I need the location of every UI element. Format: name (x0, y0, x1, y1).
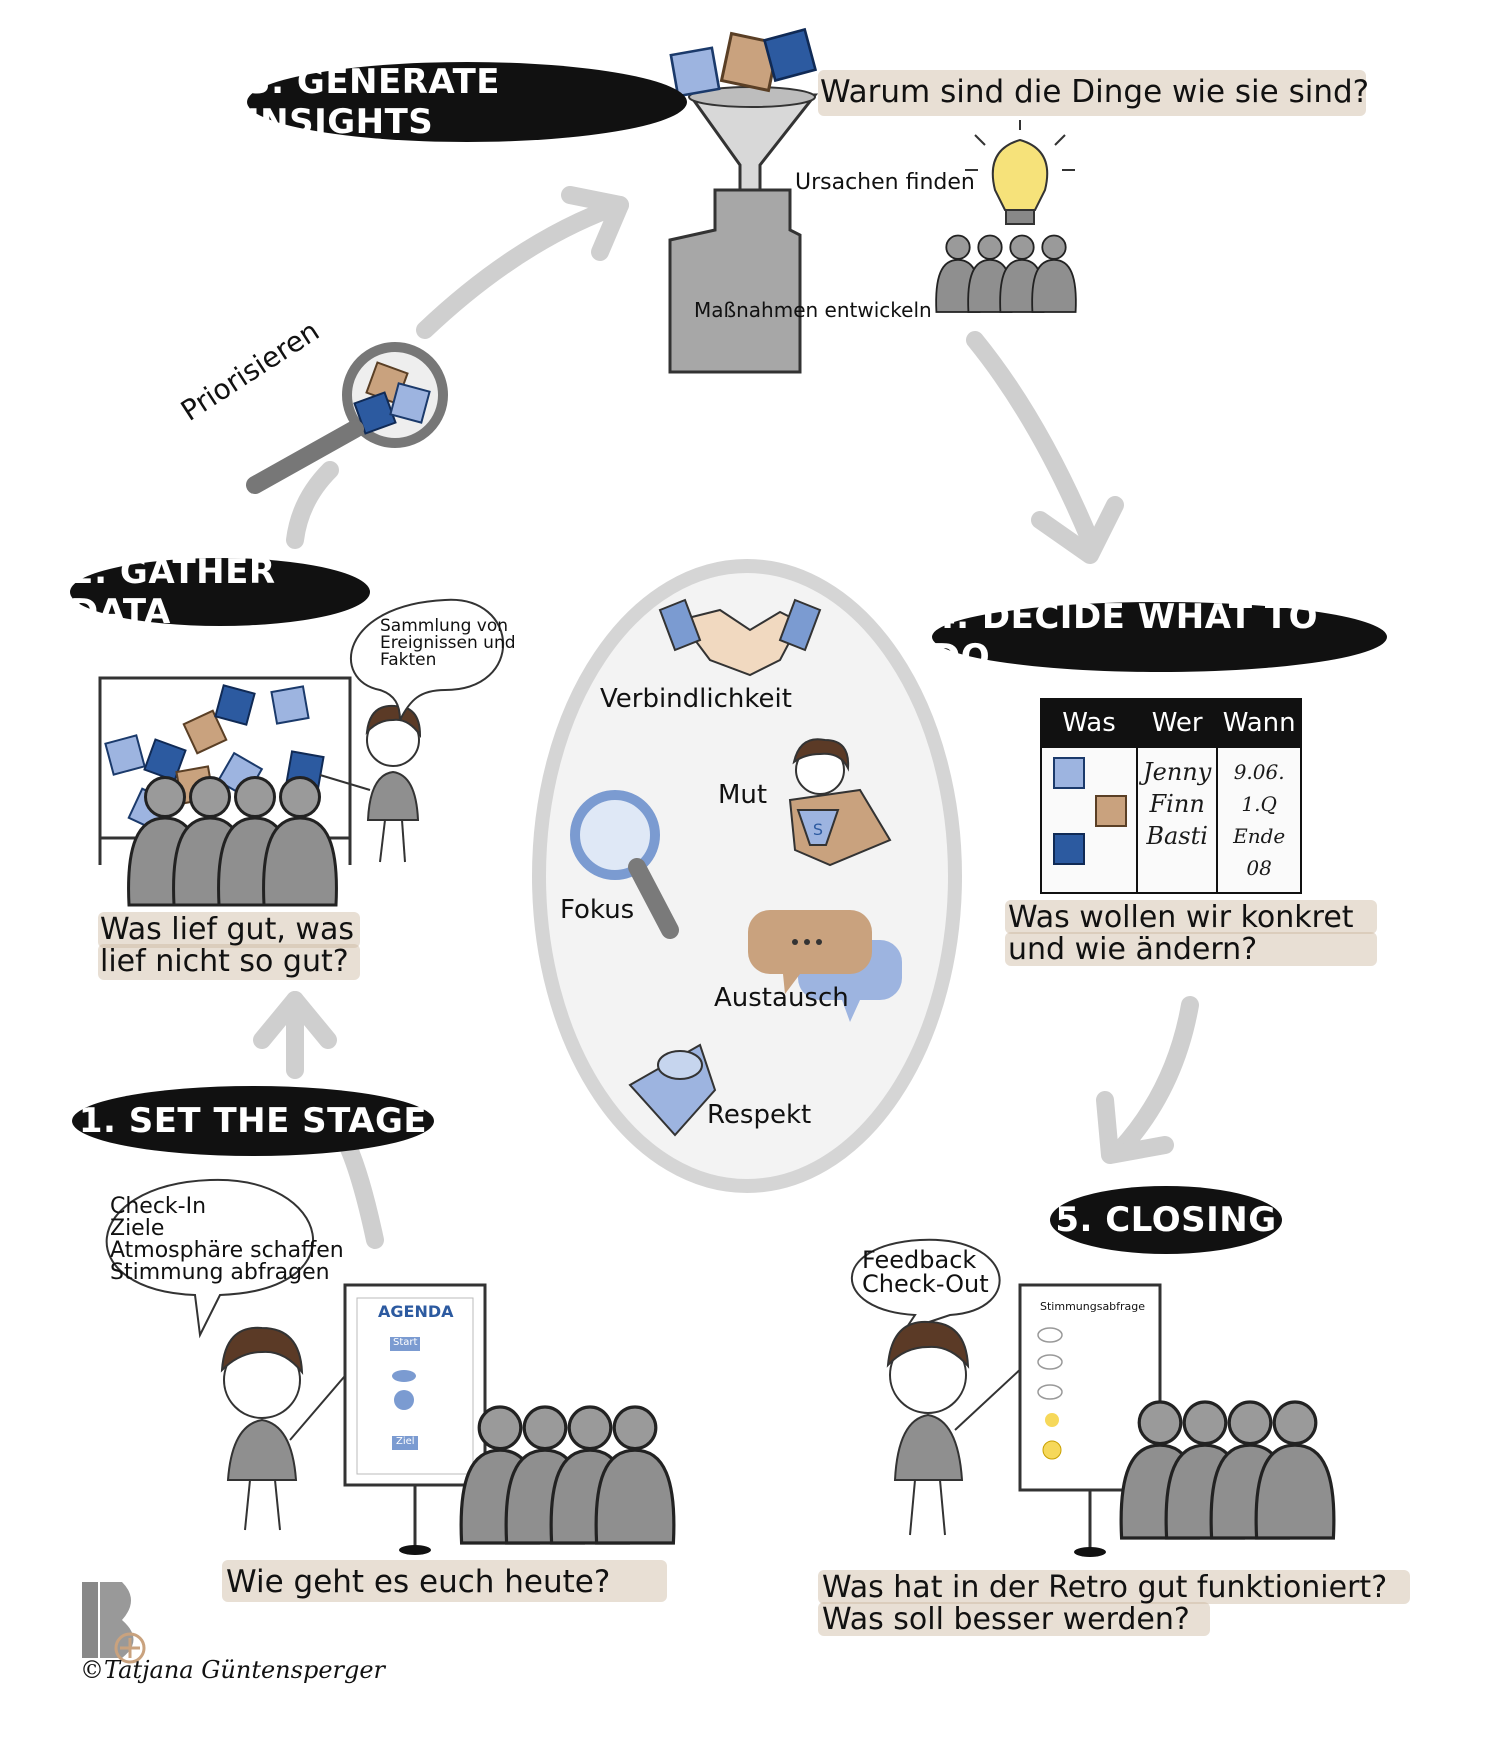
handshake-icon (658, 598, 822, 677)
step1-highlight (222, 1560, 667, 1602)
arrow-to-closing-head (1096, 1091, 1174, 1164)
table-header-wann: Wann (1216, 698, 1302, 748)
table-cell-wer: Jenny Finn Basti (1135, 746, 1219, 894)
value-fokus: Fokus (560, 895, 635, 925)
step2-question-line2: lief nicht so gut? (100, 944, 349, 979)
step4-question-line1: Was wollen wir konkret (1008, 900, 1354, 935)
arrow-stage-tail (336, 1131, 384, 1249)
table-header-wer: Wer (1135, 698, 1219, 748)
bubble-line: Ziele (110, 1216, 165, 1241)
sticky-notes-top (669, 28, 817, 98)
step2-title: 2. GATHER DATA (70, 552, 370, 632)
mood-board (1018, 1283, 1162, 1557)
priorisieren-magnifier-icon (246, 342, 448, 494)
agenda-title: AGENDA (378, 1302, 454, 1321)
value-austausch: Austausch (714, 983, 849, 1013)
step2-highlight-2 (98, 944, 360, 980)
values-ellipse (532, 559, 962, 1193)
bubble-line: Check-Out (862, 1270, 989, 1298)
speech-bubble-stage (105, 1178, 315, 1339)
step1-bubble-text: Check-In Ziele Atmosphäre schaffen Stimm… (110, 1196, 344, 1284)
step4-highlight-2 (1005, 932, 1377, 966)
step5-highlight-1 (818, 1570, 1410, 1604)
superhero-letter: S (813, 820, 823, 839)
step2-question-line1: Was lief gut, was (100, 912, 354, 947)
step1-title: 1. SET THE STAGE (72, 1086, 434, 1156)
cycle-arrows (253, 186, 1199, 1249)
agenda-ziel: Ziel (396, 1436, 415, 1447)
massnahmen-label: Maßnahmen entwickeln (694, 298, 932, 322)
table-cell-wann: 9.06. 1.Q Ende 08 (1216, 746, 1302, 894)
arrow-to-gather-head (253, 991, 337, 1049)
group-people-stage (459, 1405, 676, 1545)
arrow-to-closing (1111, 996, 1199, 1159)
action-plan-table: Was Wer Wann Jenny Finn Basti (1040, 698, 1302, 894)
step5-title: 5. CLOSING (1050, 1186, 1282, 1254)
table-cell-was (1040, 746, 1138, 894)
superhero-icon: S (788, 738, 892, 867)
step2-bubble-text: Sammlung von Ereignissen und Fakten (380, 618, 516, 669)
wann-item: Ende 08 (1233, 824, 1286, 880)
group-people-closing (1119, 1400, 1336, 1540)
bubble-line: Check-In (110, 1194, 207, 1219)
wer-item: Finn (1149, 790, 1205, 818)
mood-board-title: Stimmungsabfrage (1040, 1300, 1146, 1313)
agenda-start: Start (393, 1337, 418, 1348)
step5-question-line2: Was soll besser werden? (822, 1602, 1190, 1637)
presenter-gather (319, 704, 422, 863)
ursachen-label: Ursachen finden (795, 170, 975, 195)
step1-question: Wie geht es euch heute? (226, 1564, 611, 1600)
wer-item: Basti (1146, 822, 1208, 850)
step5-bubble-text: Feedback Check-Out (862, 1248, 989, 1296)
bubble-line: Stimmung abfragen (110, 1260, 330, 1285)
step3-question: Warum sind die Dinge wie sie sind? (820, 74, 1370, 110)
copyright-text: ©Tatjana Güntensperger (80, 1656, 386, 1684)
arrow-to-insights (416, 196, 629, 339)
bubble-line: Atmosphäre schaffen (110, 1238, 344, 1263)
presenter-closing (886, 1320, 1026, 1536)
diamond-icon (628, 1043, 717, 1137)
table-header-was: Was (1040, 698, 1138, 748)
step4-question-line2: und wie ändern? (1008, 932, 1258, 967)
funnel-icon (687, 86, 819, 222)
lightbulb-icon (965, 120, 1075, 225)
bubble-line: Sammlung von (380, 616, 509, 636)
value-mut: Mut (718, 780, 768, 810)
bubble-line: Fakten (380, 650, 437, 670)
step4-highlight-1 (1005, 900, 1377, 934)
magnifier-icon (570, 790, 679, 939)
bubble-line: Ereignissen und (380, 633, 516, 653)
step3-title: 3. GENERATE INSIGHTS (247, 62, 687, 142)
arrow-to-insights-head (561, 186, 629, 261)
step3-question-highlight (818, 70, 1366, 116)
step2-highlight-1 (98, 912, 360, 948)
logo-icon (82, 1582, 146, 1664)
chat-bubbles-icon (748, 910, 902, 1022)
agenda-board (343, 1283, 487, 1555)
arrow-to-decide (966, 331, 1099, 549)
wann-item: 9.06. (1233, 760, 1285, 784)
value-verbindlichkeit: Verbindlichkeit (600, 684, 792, 714)
speech-bubble-gather (349, 598, 505, 721)
wer-item: Jenny (1143, 758, 1212, 786)
value-respekt: Respekt (707, 1100, 812, 1130)
arrow-gather-tail (286, 461, 339, 549)
arrow-to-decide-head (1031, 496, 1124, 564)
step4-title: 4. DECIDE WHAT TO DO (932, 597, 1387, 677)
group-people-insights (935, 234, 1077, 313)
presenter-stage (220, 1326, 351, 1531)
bottle-icon (668, 188, 802, 374)
plan-sticky-notes (1053, 757, 1127, 865)
step5-question-line1: Was hat in der Retro gut funktioniert? (822, 1570, 1388, 1605)
step5-highlight-2 (818, 1602, 1210, 1636)
bubble-line: Feedback (862, 1246, 977, 1274)
wann-item: 1.Q (1241, 792, 1277, 816)
